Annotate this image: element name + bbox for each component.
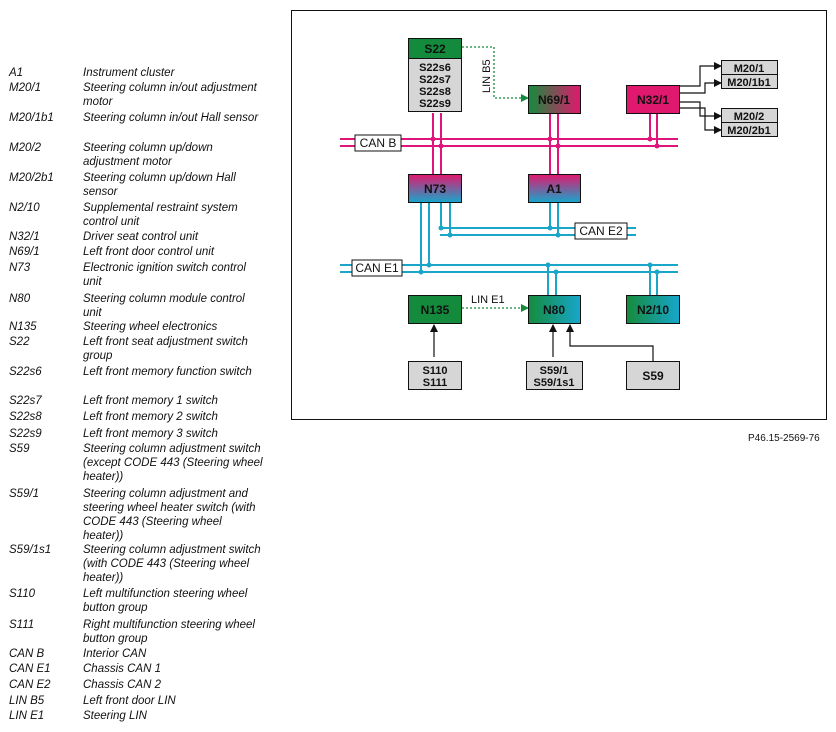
legend-description: Supplemental restraint system control un…: [83, 202, 238, 228]
lin-b5-label: LIN B5: [481, 59, 493, 93]
figure-reference: P46.15-2569-76: [748, 433, 820, 444]
legend-description: Chassis CAN 1: [83, 663, 161, 675]
can-e1-tag: CAN E1: [351, 259, 403, 277]
svg-text:M20/1: M20/1: [734, 63, 765, 75]
svg-text:A1: A1: [546, 182, 562, 196]
svg-text:CAN E2: CAN E2: [579, 224, 623, 238]
legend-description: Steering wheel electronics: [83, 321, 218, 333]
legend-description: Left front memory 2 switch: [83, 411, 218, 423]
svg-text:N80: N80: [543, 303, 565, 317]
svg-text:M20/2: M20/2: [734, 111, 765, 123]
legend-description: Interior CAN: [83, 648, 147, 660]
node-a1: A1: [528, 174, 581, 203]
legend-code: CAN E2: [9, 679, 51, 691]
svg-text:S22: S22: [424, 42, 446, 56]
legend-code: M20/1: [9, 82, 41, 94]
legend-code: S22s9: [9, 428, 42, 440]
svg-text:CAN E1: CAN E1: [355, 261, 399, 275]
legend-code: S22s7: [9, 395, 42, 407]
node-s59-1: S59/1 S59/1s1: [526, 361, 583, 390]
legend-code: S59/1: [9, 488, 40, 500]
legend-code: M20/2b1: [9, 172, 54, 184]
svg-text:N73: N73: [424, 182, 446, 196]
legend-description: Steering column in/out adjustment motor: [83, 82, 257, 108]
legend-description: Steering column adjustment switch (excep…: [83, 443, 263, 483]
svg-text:S22s7: S22s7: [419, 74, 451, 86]
svg-text:S22s8: S22s8: [419, 86, 451, 98]
legend-description: Left multifunction steering wheel button…: [83, 588, 248, 614]
svg-text:M20/2b1: M20/2b1: [727, 125, 770, 137]
svg-text:N69/1: N69/1: [538, 93, 570, 107]
legend-description: Electronic ignition switch control unit: [83, 262, 246, 288]
node-n80: N80: [528, 295, 581, 324]
svg-text:CAN B: CAN B: [360, 136, 397, 150]
signal-arrows: [430, 62, 722, 361]
legend-description: Instrument cluster: [83, 67, 175, 79]
can-b-tag: CAN B: [354, 134, 402, 152]
legend-description: Steering column module control unit: [83, 293, 245, 319]
svg-text:M20/1b1: M20/1b1: [727, 77, 770, 89]
legend-code: S22s6: [9, 366, 42, 378]
legend-code: N73: [9, 262, 31, 274]
legend-description: Right multifunction steering wheel butto…: [83, 619, 255, 645]
svg-text:S22s6: S22s6: [419, 62, 451, 74]
legend-description: Steering LIN: [83, 710, 147, 722]
legend-description: Left front door control unit: [83, 246, 215, 258]
svg-text:S110: S110: [422, 365, 447, 377]
node-s59: S59: [626, 361, 680, 390]
legend-description: Steering column in/out Hall sensor: [83, 112, 259, 124]
legend-description: Left front seat adjustment switch group: [83, 336, 248, 362]
legend-description: Steering column adjustment and steering …: [83, 488, 256, 542]
svg-text:N32/1: N32/1: [637, 93, 669, 107]
legend-description: Steering column up/down Hall sensor: [83, 172, 236, 198]
legend-description: Left front memory 3 switch: [83, 428, 218, 440]
node-s22: S22 S22s6 S22s7 S22s8 S22s9: [408, 38, 462, 112]
legend-description: Left front memory 1 switch: [83, 395, 218, 407]
svg-text:S59/1s1: S59/1s1: [534, 377, 575, 389]
node-n2-10: N2/10: [626, 295, 680, 324]
legend-code: CAN B: [9, 648, 45, 660]
svg-text:S111: S111: [423, 377, 447, 389]
legend-description: Steering column adjustment switch (with …: [83, 544, 261, 584]
node-n73: N73: [408, 174, 462, 203]
legend-code: N2/10: [9, 202, 40, 214]
legend-code: CAN E1: [9, 663, 51, 675]
legend-code: S59: [9, 443, 30, 455]
svg-text:S59: S59: [642, 369, 664, 383]
legend-code: M20/1b1: [9, 112, 54, 124]
legend-code: N80: [9, 293, 31, 305]
legend-code: N69/1: [9, 246, 40, 258]
node-m20-2: M20/2 M20/2b1: [721, 108, 778, 137]
legend-code: S59/1s1: [9, 544, 52, 556]
legend-code: N32/1: [9, 231, 40, 243]
lin-e1-label: LIN E1: [471, 294, 505, 306]
node-s110-s111: S110 S111: [408, 361, 462, 390]
node-n69-1: N69/1: [528, 85, 581, 114]
legend-description: Chassis CAN 2: [83, 679, 161, 691]
svg-text:S22s9: S22s9: [419, 98, 451, 110]
legend-description: Steering column up/down adjustment motor: [83, 142, 213, 168]
lin-b5-line: [462, 46, 529, 102]
legend-description: Left front door LIN: [83, 695, 176, 707]
node-n135: N135: [408, 295, 462, 324]
legend-code: S22s8: [9, 411, 42, 423]
legend-code: M20/2: [9, 142, 41, 154]
legend-code: A1: [9, 67, 24, 79]
legend-description: Driver seat control unit: [83, 231, 199, 243]
legend-code: LIN E1: [9, 710, 45, 722]
legend-code: S111: [9, 619, 35, 631]
legend-code: S22: [9, 336, 30, 348]
legend-code: S110: [9, 588, 36, 600]
can-e2-tag: CAN E2: [574, 222, 628, 240]
legend-code: LIN B5: [9, 695, 45, 707]
legend-description: Left front memory function switch: [83, 366, 252, 378]
node-m20-1: M20/1 M20/1b1: [721, 60, 778, 89]
legend-code: N135: [9, 321, 37, 333]
svg-text:N135: N135: [421, 303, 450, 317]
svg-text:S59/1: S59/1: [540, 365, 569, 377]
node-n32-1: N32/1: [626, 85, 680, 114]
svg-text:N2/10: N2/10: [637, 303, 669, 317]
